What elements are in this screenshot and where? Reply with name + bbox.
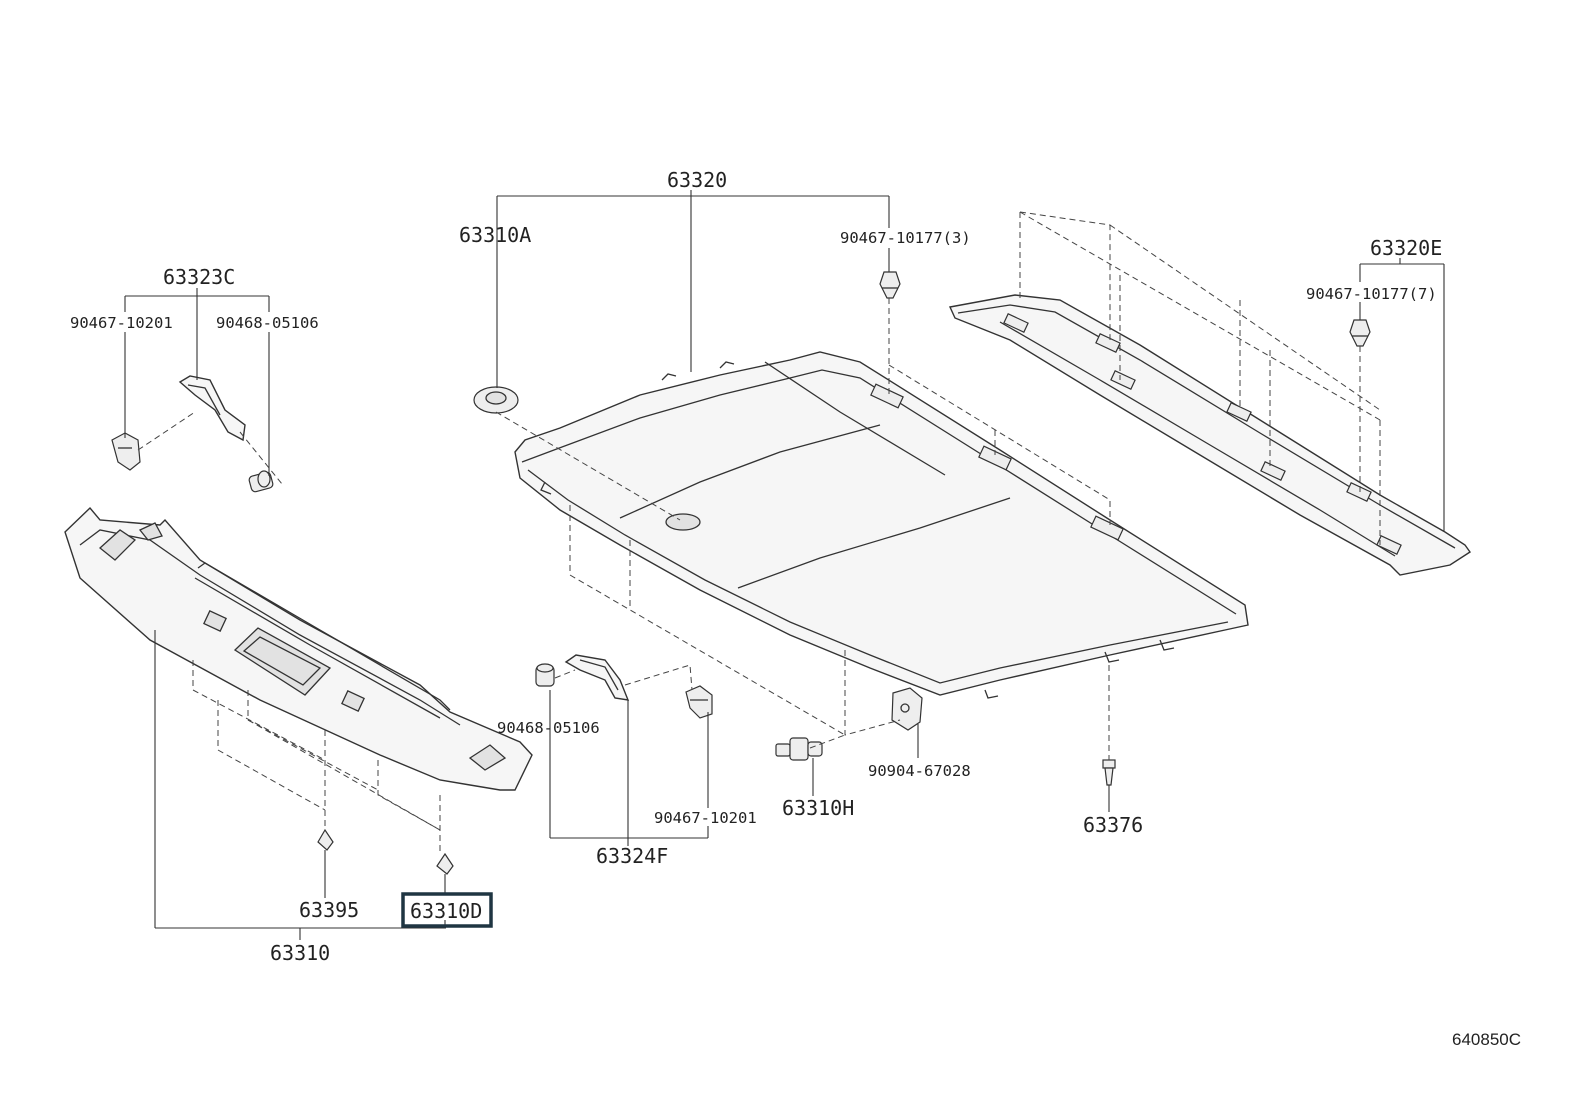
label-63310H: 63310H xyxy=(782,796,854,820)
figure-code: 640850C xyxy=(1452,1030,1521,1049)
label-63320: 63320 xyxy=(667,168,727,192)
highlight-box-63310D xyxy=(401,892,493,928)
label-63310D[interactable]: 63310D xyxy=(410,899,482,923)
clip-90467-10201-mid xyxy=(685,685,713,719)
leader-lines xyxy=(124,190,1445,940)
label-63323C: 63323C xyxy=(163,265,235,289)
clip-63310D xyxy=(436,852,454,875)
nut-90468-05106-left xyxy=(248,470,274,493)
label-90467-10201-left: 90467-10201 xyxy=(70,314,173,332)
nut-90468-05106-mid xyxy=(535,663,555,687)
label-90468-05106-left: 90468-05106 xyxy=(216,314,319,332)
front-header-trim-panel xyxy=(64,506,533,791)
label-90467-10177-3: 90467-10177(3) xyxy=(840,229,971,247)
grip-cover-mid xyxy=(564,654,630,701)
headliner-clip-slot xyxy=(978,445,1012,471)
headliner-clip-slot xyxy=(870,383,904,409)
trim-clip-slot xyxy=(1260,461,1286,481)
label-63310A: 63310A xyxy=(459,223,531,247)
bracket-90904-67028 xyxy=(891,687,923,731)
label-63324F: 63324F xyxy=(596,844,668,868)
roof-side-trim-panel xyxy=(948,294,1471,576)
part-labels: 63320 63310A 90467-10177(3) 63320E 90467… xyxy=(70,168,1521,1049)
label-63310: 63310 xyxy=(270,941,330,965)
bolt-63310H xyxy=(775,737,823,761)
label-90467-10177-7: 90467-10177(7) xyxy=(1306,285,1437,303)
label-63320E: 63320E xyxy=(1370,236,1442,260)
trim-clip-slot xyxy=(1003,313,1029,333)
trim-clip-slot xyxy=(1226,402,1252,422)
grip-cover-left xyxy=(178,375,246,442)
trim-clip-slot xyxy=(1110,370,1136,390)
label-90468-05106-mid: 90468-05106 xyxy=(497,719,600,737)
clip-63395 xyxy=(317,828,334,851)
label-63395: 63395 xyxy=(299,898,359,922)
label-90467-10201-mid: 90467-10201 xyxy=(654,809,757,827)
clip-90467-10177-7 xyxy=(1349,319,1371,347)
clip-90467-10177-3 xyxy=(879,271,901,299)
label-63376: 63376 xyxy=(1083,813,1143,837)
assembly-dashed-lines xyxy=(137,211,1381,855)
screw-63376 xyxy=(1102,759,1116,786)
trim-clip-slot xyxy=(1346,482,1372,502)
trim-clip-slot xyxy=(1376,535,1402,555)
label-90904-67028: 90904-67028 xyxy=(868,762,971,780)
clip-90467-10201-left xyxy=(111,432,141,471)
clip-63310A xyxy=(473,386,519,414)
headliner-panel xyxy=(514,351,1249,699)
